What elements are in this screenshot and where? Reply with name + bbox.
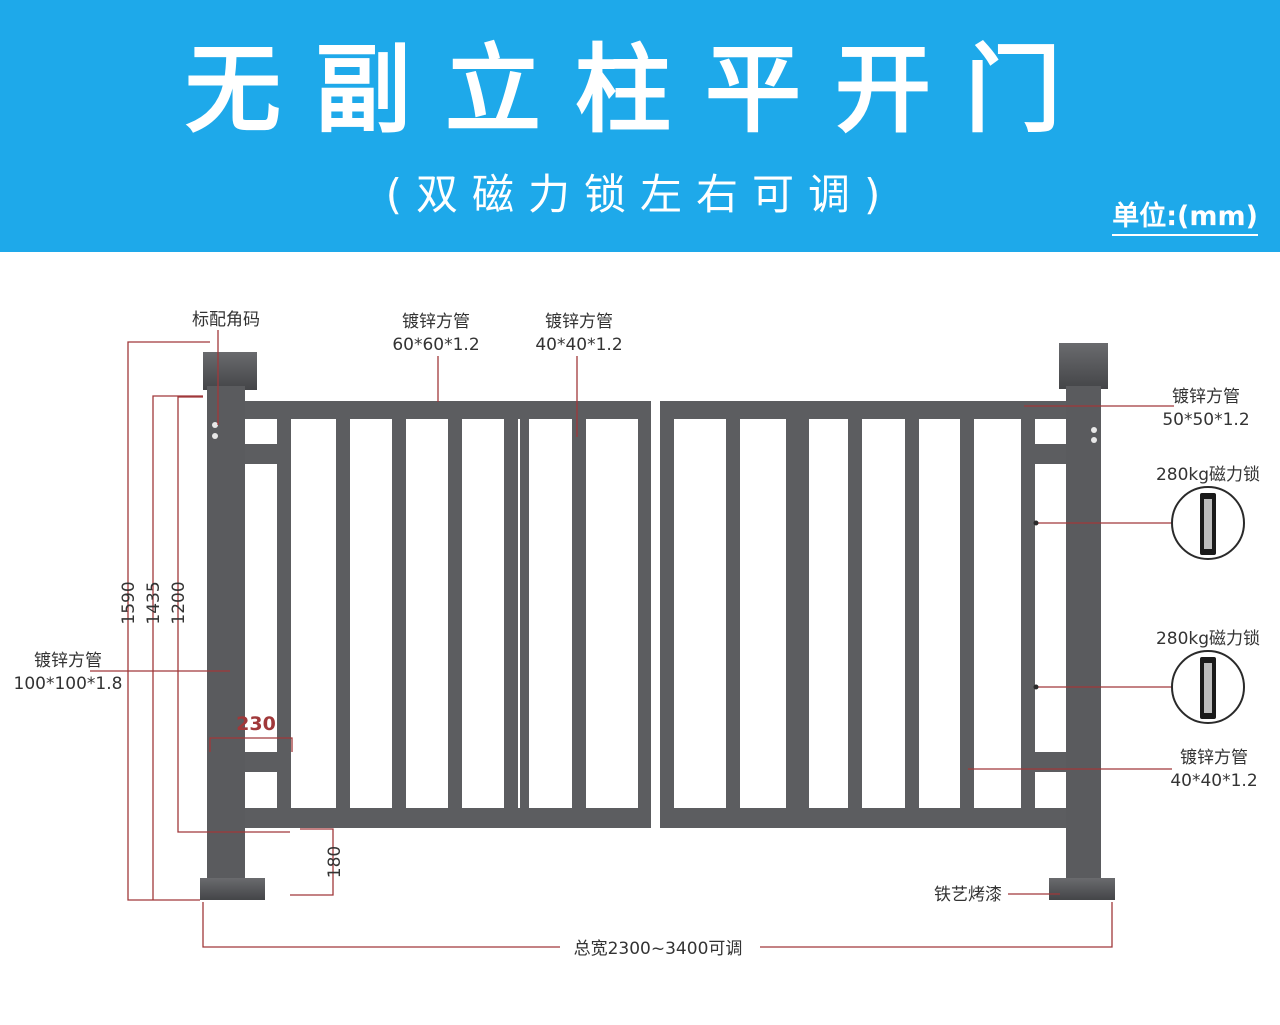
left-picket-4 xyxy=(504,419,518,808)
dim-label-230: 230 xyxy=(236,713,276,735)
right-picket-2 xyxy=(795,419,809,808)
label-tube-60-title: 镀锌方管 xyxy=(402,312,470,332)
left-post-base xyxy=(200,878,265,900)
right-picket-5 xyxy=(960,419,974,808)
label-tube-40-top-spec: 40*40*1.2 xyxy=(535,335,622,355)
right-picket-4 xyxy=(905,419,919,808)
dim-label-1200: 1200 xyxy=(169,581,189,624)
label-tube-100-spec: 100*100*1.8 xyxy=(14,674,123,694)
label-lock-1: 280kg磁力锁 xyxy=(1156,465,1260,485)
label-tube-50-spec: 50*50*1.2 xyxy=(1162,410,1249,430)
left-hinge-bracket-bottom xyxy=(245,752,277,772)
label-tube-40-bottom-title: 镀锌方管 xyxy=(1180,748,1248,768)
left-post-body xyxy=(207,386,245,883)
dim-bracket-230 xyxy=(209,737,293,752)
dim-line-1590 xyxy=(127,341,210,901)
left-leaf-hinge-stile xyxy=(277,419,291,808)
dimension-lines xyxy=(90,330,1174,948)
dim-line-180 xyxy=(290,828,334,896)
left-leaf xyxy=(245,401,651,828)
dim-line-1435 xyxy=(152,395,203,900)
dim-label-1435: 1435 xyxy=(144,581,164,624)
left-bolt-1 xyxy=(212,422,218,428)
right-hinge-bracket-bottom xyxy=(1035,752,1066,772)
page-title: 无副立柱平开门 xyxy=(185,34,1095,146)
left-leaf-top-rail xyxy=(245,401,651,419)
lock-point-2 xyxy=(1033,684,1039,690)
label-tube-50-title: 镀锌方管 xyxy=(1172,387,1240,407)
left-post xyxy=(200,352,265,900)
right-post-cap xyxy=(1059,343,1108,389)
right-post-base xyxy=(1049,878,1115,900)
left-picket-1 xyxy=(336,419,350,808)
label-paint: 铁艺烤漆 xyxy=(934,885,1002,905)
right-leaf-hinge-stile xyxy=(1021,419,1035,808)
page-subtitle: (双磁力锁左右可调) xyxy=(385,170,895,219)
label-tube-100-title: 镀锌方管 xyxy=(34,651,102,671)
dim-line-total-left xyxy=(202,902,560,948)
label-tube-40-bottom-spec: 40*40*1.2 xyxy=(1170,771,1257,791)
left-bolt-2 xyxy=(212,433,218,439)
right-leaf xyxy=(660,401,1066,828)
right-bolt-2 xyxy=(1091,437,1097,443)
dim-label-1590: 1590 xyxy=(119,581,139,624)
label-corner-code: 标配角码 xyxy=(192,310,260,330)
right-picket-3 xyxy=(848,419,862,808)
magnetic-lock-2-plate xyxy=(1204,663,1212,713)
right-hinge-bracket-top xyxy=(1035,444,1066,464)
dim-line-1200 xyxy=(177,396,290,833)
unit-label: 单位:(mm) xyxy=(1112,194,1258,236)
right-picket-1 xyxy=(726,419,740,808)
label-total-width: 总宽2300~3400可调 xyxy=(574,939,743,959)
left-picket-5 xyxy=(572,419,586,808)
left-leaf-divider xyxy=(520,401,529,828)
left-picket-2 xyxy=(392,419,406,808)
magnetic-lock-1-plate xyxy=(1204,499,1212,549)
left-leaf-bottom-rail xyxy=(245,808,651,828)
label-lock-2: 280kg磁力锁 xyxy=(1156,629,1260,649)
label-tube-60-spec: 60*60*1.2 xyxy=(392,335,479,355)
dim-line-total-right xyxy=(760,902,1113,948)
left-picket-3 xyxy=(448,419,462,808)
header-banner xyxy=(0,0,1280,252)
right-bolt-1 xyxy=(1091,427,1097,433)
right-post-body xyxy=(1066,386,1101,883)
leader-dots xyxy=(1033,520,1039,690)
lock-icon-2 xyxy=(1171,650,1245,724)
dim-label-180: 180 xyxy=(325,846,345,878)
lock-point-1 xyxy=(1033,520,1039,526)
right-leaf-top-rail xyxy=(660,401,1066,419)
label-tube-40-top-title: 镀锌方管 xyxy=(545,312,613,332)
left-post-cap xyxy=(203,352,257,390)
right-leaf-latch-stile xyxy=(660,401,674,828)
right-leaf-divider xyxy=(786,401,795,828)
right-leaf-bottom-rail xyxy=(660,808,1066,828)
lock-icon-1 xyxy=(1171,486,1245,560)
right-post xyxy=(1049,343,1115,900)
left-leaf-latch-stile xyxy=(638,401,651,828)
left-hinge-bracket-top xyxy=(245,444,277,464)
